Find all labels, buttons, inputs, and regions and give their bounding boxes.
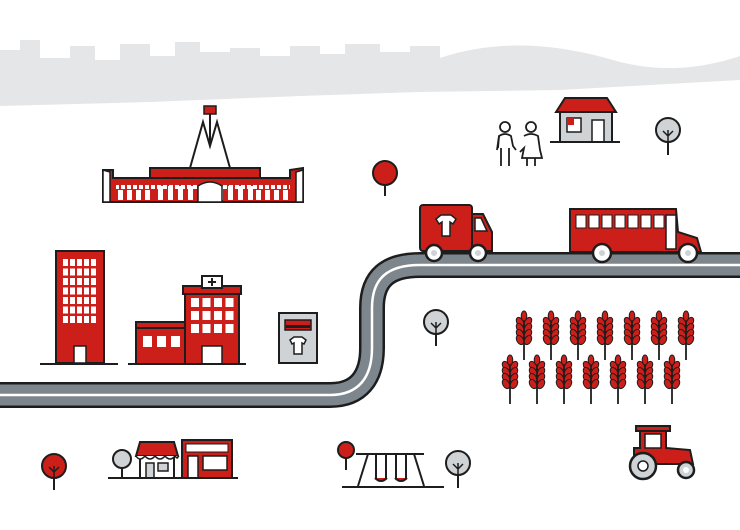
wheat-stalk [501,354,519,404]
tree-icon [41,453,67,490]
wheat-stalk [542,310,560,360]
parliament-house-icon [102,105,304,203]
wheat-stalk [569,310,587,360]
tree-icon [445,450,471,488]
bus-icon [569,208,703,264]
tree-icon [112,449,132,478]
wheat-stalk [596,310,614,360]
wheat-stalk [623,310,641,360]
hospital-icon [128,275,246,365]
clothing-donation-bin-icon [278,312,318,364]
office-tower-icon [40,250,118,365]
city-skyline-icon [0,40,740,106]
wheat-stalk [636,354,654,404]
wheat-stalk [609,354,627,404]
wheat-stalk [515,310,533,360]
tree-icon [655,117,681,155]
swing-set-icon [342,453,444,488]
road [0,252,740,408]
wheat-field-icon [501,310,695,404]
tree-icon [423,309,449,346]
delivery-truck-icon [419,204,493,263]
two-people-icon [496,121,544,166]
wheat-stalk [555,354,573,404]
tree-icon [372,160,398,196]
wheat-stalk [677,310,695,360]
house-icon [550,97,620,143]
shops-icon [108,439,238,479]
wheat-stalk [528,354,546,404]
tractor-icon [628,425,696,481]
tree-icon [337,441,355,470]
wheat-stalk [650,310,668,360]
wheat-stalk [663,354,681,404]
wheat-stalk [582,354,600,404]
